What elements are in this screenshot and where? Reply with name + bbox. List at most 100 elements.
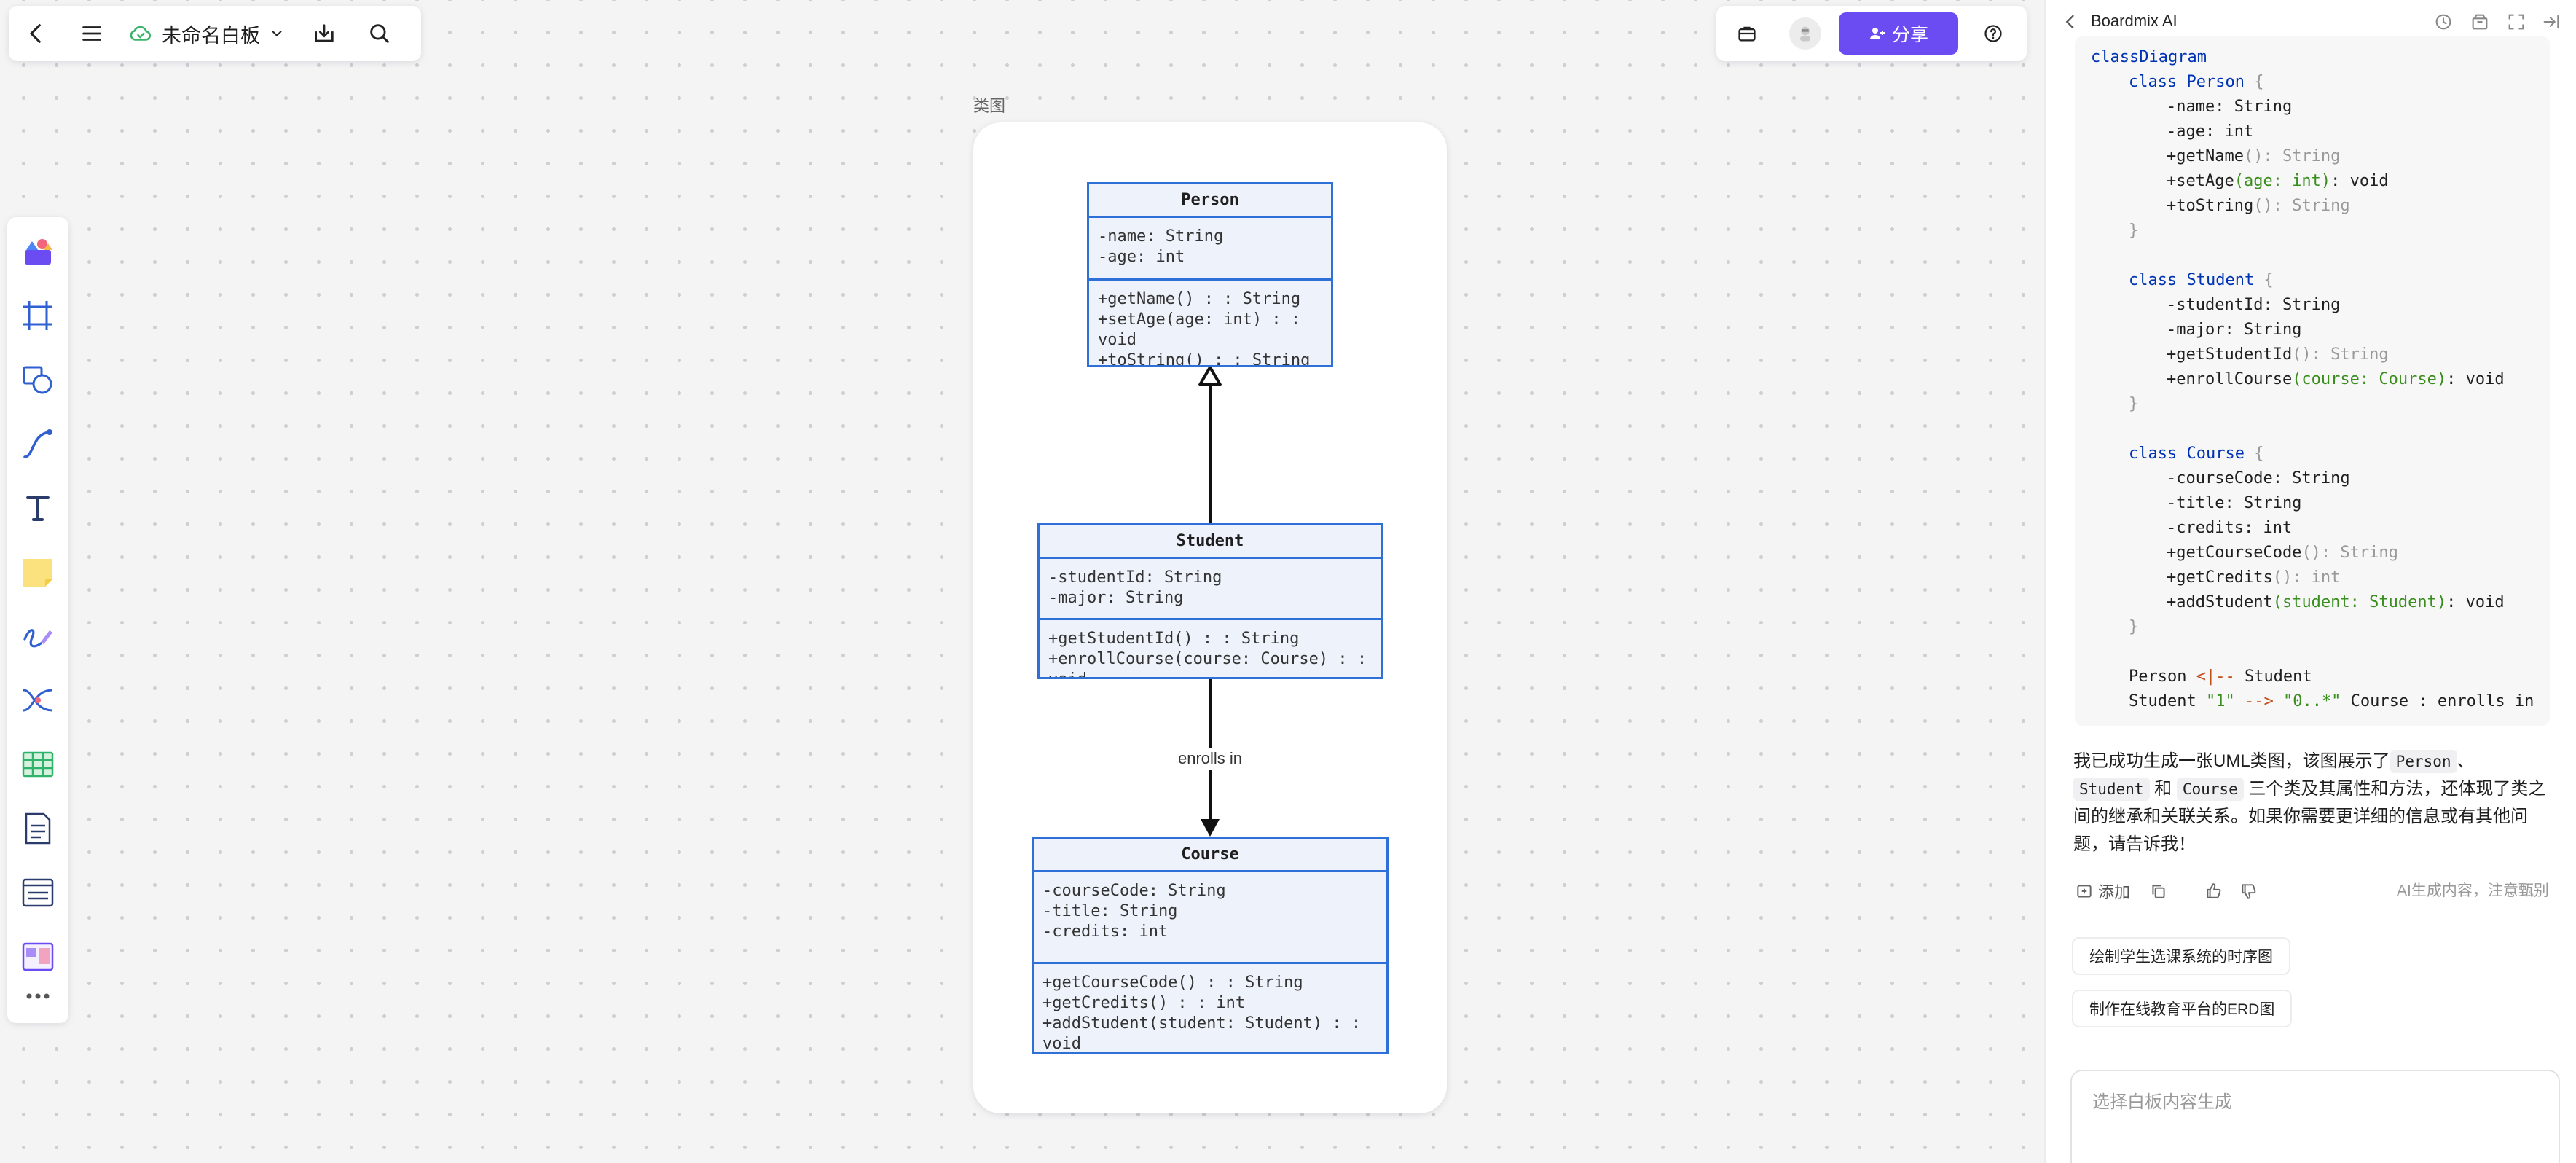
attribute: -title: String [1042, 902, 1178, 920]
add-to-board-button[interactable]: 添加 [2075, 880, 2130, 903]
shape-tool[interactable] [7, 354, 68, 405]
code-token: (): String [2243, 147, 2341, 165]
thumbs-up-icon [2207, 883, 2221, 898]
code-token: : void [2446, 370, 2505, 388]
method: +enrollCourse(course: Course) : : [1048, 650, 1367, 668]
attribute: -major: String [1048, 589, 1184, 607]
code-token: class Person [2129, 73, 2245, 91]
shape-icon [23, 366, 52, 394]
class-attributes: -name: String -age: int [1089, 218, 1331, 281]
method: +setAge(age: int) : : [1098, 310, 1301, 329]
like-button[interactable] [2204, 882, 2223, 901]
method: void [1098, 331, 1136, 349]
frame-icon [23, 301, 52, 330]
templates-tool[interactable] [7, 226, 68, 277]
panel-title: Boardmix AI [2091, 12, 2178, 30]
code-token: classDiagram [2091, 48, 2207, 66]
chevron-down-icon [272, 31, 282, 37]
message-text: 和 [2149, 779, 2177, 799]
association-arrowhead [1201, 819, 1220, 837]
mindmap-tool[interactable] [7, 675, 68, 726]
class-name: Course [1034, 839, 1386, 872]
search-button[interactable] [352, 6, 407, 61]
top-right-toolbar: 分享 [1716, 6, 2027, 61]
sticky-note-icon [23, 559, 52, 587]
archive-icon [2472, 14, 2488, 30]
code-line: class Student { [2129, 270, 2274, 291]
attribute: -age: int [1098, 248, 1185, 266]
back-button[interactable] [9, 6, 64, 61]
code-line: -name: String [2167, 98, 2293, 116]
uml-class-student[interactable]: Student -studentId: String -major: Strin… [1037, 523, 1383, 679]
code-token: (): int [2272, 568, 2341, 587]
prompt-input[interactable]: 选择白板内容生成 [2070, 1070, 2560, 1163]
code-line: -credits: int [2167, 519, 2293, 537]
menu-button[interactable] [64, 6, 119, 61]
code-token: (): String [2301, 544, 2398, 562]
code-line: +getCredits(): int [2167, 567, 2340, 589]
suggestion-chip[interactable]: 制作在线教育平台的ERD图 [2072, 990, 2293, 1027]
code-line: +getStudentId(): String [2167, 344, 2389, 366]
message-text: 、 [2457, 751, 2475, 771]
code-token: +getName [2167, 147, 2244, 165]
frame-tool[interactable] [7, 290, 68, 341]
code-token: class Course [2129, 445, 2245, 463]
help-button[interactable] [1979, 19, 2008, 48]
class-name: Person [1089, 184, 1331, 218]
add-label: 添加 [2098, 883, 2131, 901]
code-token: Student [2234, 667, 2312, 686]
chevron-left-icon [30, 24, 41, 43]
message-actions: 添加 [2075, 879, 2258, 904]
dislike-button[interactable] [2239, 882, 2258, 901]
code-token: "1" [2205, 692, 2235, 710]
pen-tool[interactable] [7, 611, 68, 662]
kanban-tool[interactable] [7, 931, 68, 982]
share-button[interactable]: 分享 [1839, 12, 1958, 55]
archive-button[interactable] [2465, 7, 2494, 36]
code-line: } [2129, 395, 2139, 413]
frame-label[interactable]: 类图 [973, 97, 1006, 115]
code-token: --> [2234, 692, 2283, 710]
tools-sidebar [7, 217, 68, 1023]
text-tool[interactable] [7, 482, 68, 533]
document-tool[interactable] [7, 803, 68, 854]
connector-tool[interactable] [7, 418, 68, 469]
inline-code: Student [2073, 778, 2150, 801]
code-line: +addStudent(student: Student): void [2167, 592, 2505, 614]
code-token: +enrollCourse [2167, 370, 2293, 388]
templates-icon [25, 239, 52, 265]
attribute: -studentId: String [1048, 568, 1222, 587]
help-icon [1984, 25, 2002, 42]
toolbox-button[interactable] [1732, 19, 1762, 48]
export-button[interactable] [297, 6, 352, 61]
suggestion-chip[interactable]: 绘制学生选课系统的时序图 [2072, 937, 2290, 975]
code-line: -title: String [2167, 494, 2302, 512]
collapse-panel-button[interactable] [2537, 7, 2566, 36]
code-token: +toString [2167, 197, 2254, 215]
more-icon [26, 993, 50, 999]
code-punctuation: { [2244, 445, 2264, 463]
code-block[interactable]: classDiagram class Person { -name: Strin… [2075, 36, 2550, 726]
code-token: Course : enrolls in [2341, 692, 2534, 710]
copy-button[interactable] [2149, 882, 2168, 901]
expand-button[interactable] [2502, 7, 2531, 36]
history-button[interactable] [2429, 7, 2458, 36]
uml-class-course[interactable]: Course -courseCode: String -title: Strin… [1032, 837, 1389, 1054]
document-icon [25, 812, 51, 845]
code-line: } [2129, 222, 2139, 240]
sticky-note-tool[interactable] [7, 547, 68, 598]
inline-code: Person [2390, 750, 2457, 773]
class-attributes: -studentId: String -major: String [1040, 559, 1381, 620]
more-tools-button[interactable] [7, 978, 68, 1014]
share-label: 分享 [1891, 25, 1928, 45]
panel-back-button[interactable] [2056, 7, 2085, 36]
code-line: +getName(): String [2167, 146, 2340, 168]
uml-class-person[interactable]: Person -name: String -age: int +getName(… [1087, 182, 1333, 367]
kanban-icon [22, 942, 54, 971]
relation-label[interactable]: enrolls in [1170, 748, 1250, 770]
list-tool[interactable] [7, 867, 68, 918]
table-tool[interactable] [7, 739, 68, 790]
board-title-dropdown[interactable]: 未命名白板 [119, 6, 297, 61]
user-avatar[interactable] [1789, 17, 1821, 50]
